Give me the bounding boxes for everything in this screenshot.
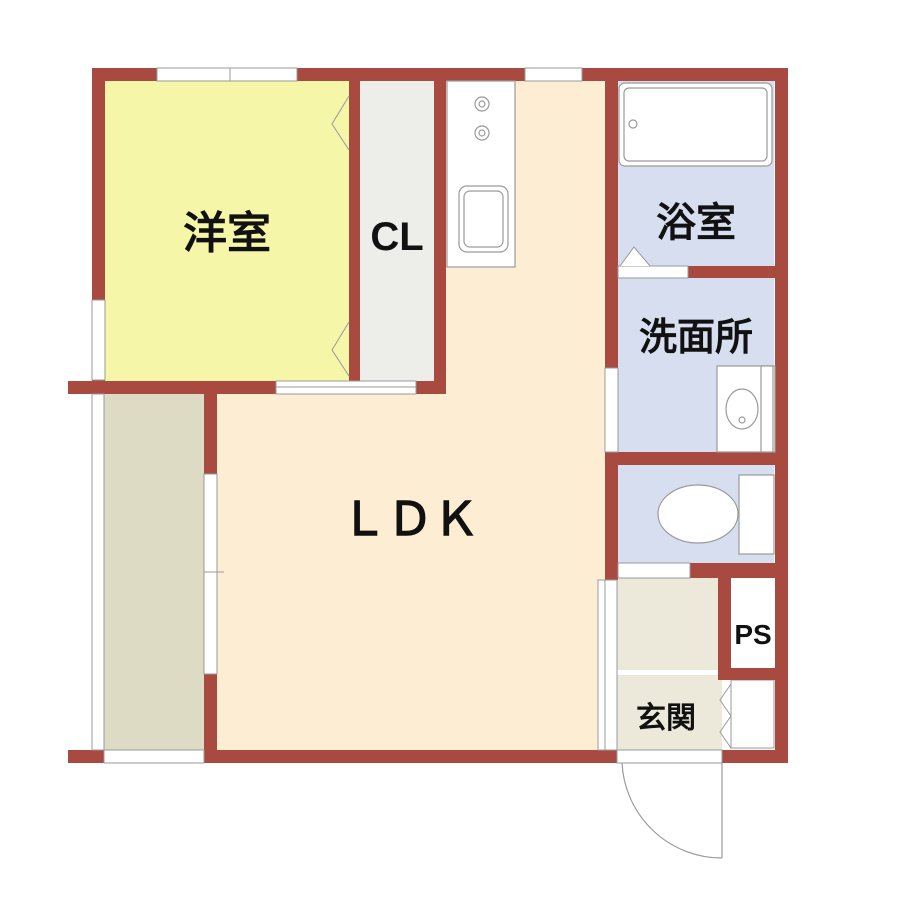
ldk-floor-main <box>216 390 605 755</box>
wall-wet-left <box>605 68 618 368</box>
window-ldk-left <box>203 473 218 675</box>
wall-ps-bottom <box>718 668 788 680</box>
toilet-tank-icon <box>738 474 775 555</box>
door-washroom <box>604 367 619 453</box>
closet-label: CL <box>370 215 423 259</box>
drain-icon <box>628 119 638 129</box>
wall-balcony-bottom <box>68 750 105 763</box>
window-western-top <box>156 67 298 82</box>
balcony-rail <box>91 393 105 751</box>
door-entrance-gap <box>616 749 723 764</box>
western-room-label: 洋室 <box>183 208 271 259</box>
wall-closet-right <box>434 80 446 394</box>
entrance-floor <box>617 675 722 750</box>
doorways <box>275 265 723 764</box>
door-toilet <box>617 562 691 579</box>
wall-toilet-bottom <box>690 563 788 578</box>
closet-doors <box>331 95 350 377</box>
bathroom-label: 浴室 <box>656 200 736 246</box>
window-kitchen-top <box>524 67 583 82</box>
wall-closet-divider <box>349 80 360 382</box>
wall-ps-left <box>718 563 731 675</box>
balcony-floor <box>104 394 204 750</box>
wall-balcony-top <box>68 381 218 394</box>
entrance-step-floor <box>617 578 718 670</box>
wall-wash-divider <box>605 452 788 465</box>
western-room-floor <box>105 80 350 382</box>
closet-floor <box>360 80 434 382</box>
entrance-label: 玄関 <box>636 701 696 736</box>
door-swing-arc-icon <box>621 762 723 859</box>
shoe-cabinet-door <box>719 683 732 717</box>
kitchen-counter <box>446 80 516 268</box>
entrance-door <box>621 762 723 859</box>
door-bath <box>617 265 689 279</box>
windows <box>91 67 583 764</box>
pipe-space-label: PS <box>734 619 771 650</box>
wash-basin <box>716 365 776 453</box>
window-western-left <box>91 299 106 381</box>
shoe-cabinet <box>730 679 775 749</box>
bathtub <box>618 82 773 167</box>
toilet-bowl-icon <box>657 484 739 544</box>
wall-bath-divider <box>688 266 788 278</box>
door-entrance-side <box>597 579 618 751</box>
toilet <box>657 474 775 555</box>
wall-right <box>775 68 788 763</box>
pipe-space-floor <box>731 578 774 670</box>
wall-bottom <box>204 750 617 763</box>
ldk-label: ＬＤＫ <box>341 492 479 546</box>
basin-icon <box>725 388 759 430</box>
bath-door-swing <box>619 246 651 267</box>
wall-wet-left-lower <box>605 452 618 580</box>
balcony-bottom-rail <box>103 749 205 764</box>
washroom-label: 洗面所 <box>639 315 753 359</box>
wall-bottom-right <box>722 750 788 763</box>
